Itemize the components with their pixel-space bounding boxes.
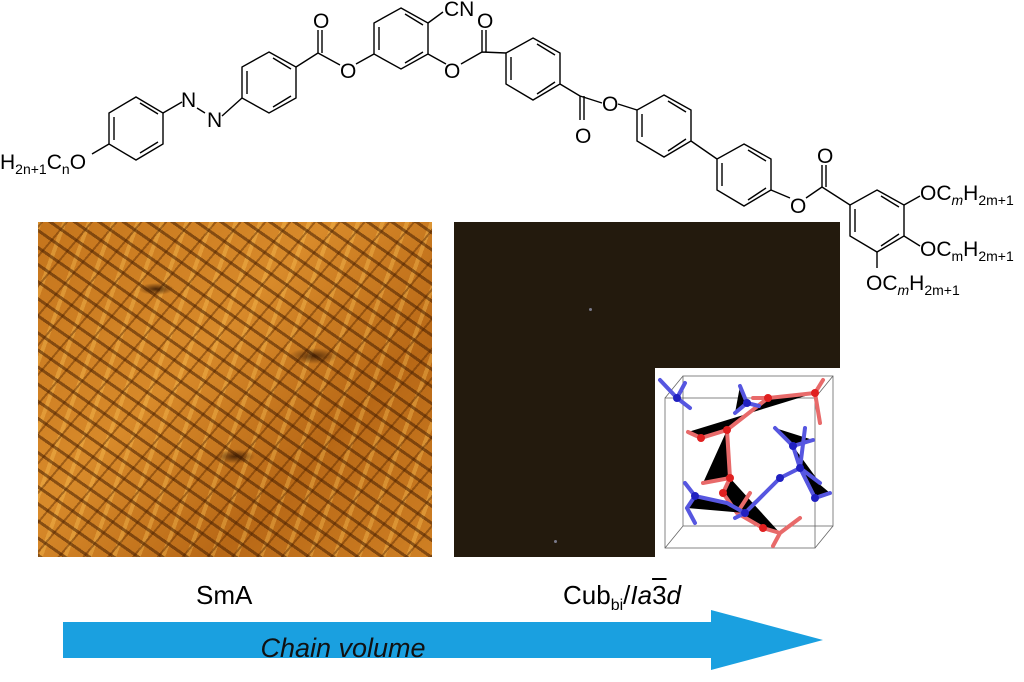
cubic-phase-micrograph <box>454 222 840 557</box>
svg-text:O: O <box>477 10 493 33</box>
svg-text:O: O <box>602 93 618 116</box>
svg-text:OCmH2m+1: OCmH2m+1 <box>920 238 1014 264</box>
benzene-ring-3 <box>373 7 429 70</box>
svg-text:H2n+1CnO: H2n+1CnO <box>0 151 86 177</box>
benzene-ring-6 <box>716 143 772 207</box>
benzene-ring-4 <box>505 37 561 101</box>
sma-texture-micrograph <box>38 222 432 557</box>
chain-volume-label: Chain volume <box>260 633 426 663</box>
azo-n2: N <box>207 109 222 132</box>
blue-nodes <box>673 394 819 517</box>
benzene-ring-5 <box>636 94 692 158</box>
azo-n1: N <box>181 89 196 112</box>
benzene-ring-2 <box>241 51 297 114</box>
sma-label: SmA <box>196 580 253 610</box>
benzene-ring-7 <box>849 189 905 253</box>
svg-text:O: O <box>444 60 460 83</box>
gyroid-network-inset <box>655 368 840 557</box>
speck <box>589 308 592 311</box>
atom-labels: H2n+1CnO N N O O CN O O O O O O OCmH2m+1… <box>0 0 1014 298</box>
chemical-structure: H2n+1CnO N N O O CN O O O O O O OCmH2m+1… <box>0 0 1014 298</box>
cubic-phase-label: Cubbi/Ia3d <box>563 580 682 615</box>
svg-text:O: O <box>340 60 356 83</box>
red-nodes <box>697 389 819 532</box>
svg-text:OCmH2m+1: OCmH2m+1 <box>920 182 1014 208</box>
svg-text:O: O <box>817 145 833 168</box>
svg-text:OCmH2m+1: OCmH2m+1 <box>866 272 960 298</box>
benzene-ring-1 <box>108 96 164 161</box>
svg-text:O: O <box>575 125 591 148</box>
svg-text:O: O <box>313 10 329 33</box>
chain-volume-arrow <box>63 610 823 670</box>
cyano-label: CN <box>444 0 474 21</box>
speck <box>554 540 557 543</box>
svg-text:O: O <box>790 195 806 218</box>
